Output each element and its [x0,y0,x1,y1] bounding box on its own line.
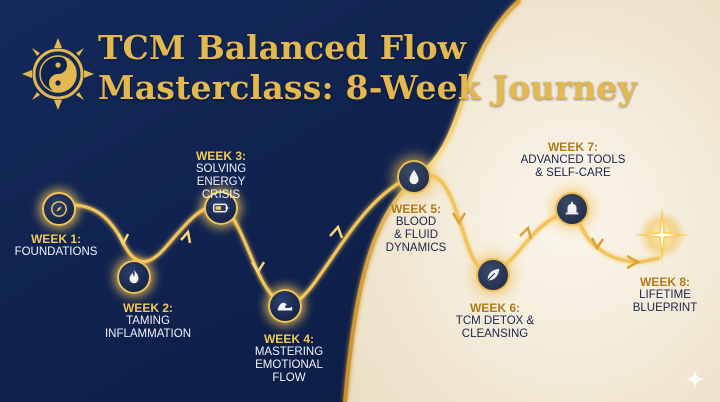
flame-icon [129,269,139,284]
leaf-icon [487,268,500,281]
week-2-node[interactable] [117,260,151,294]
arrow-4 [329,224,344,239]
arrow-7 [590,237,605,251]
week-2-title-line: INFLAMMATION [104,328,192,340]
week-4-number: WEEK 4: [263,332,314,346]
cupping-icon [565,201,579,215]
week-4-label: WEEK 4: MASTERING EMOTIONAL FLOW [244,333,334,385]
title-line-2: Masterclass: 8-Week Journey [98,68,638,107]
arrow-8 [626,254,641,270]
page-title: TCM Balanced Flow Masterclass: 8-Week Jo… [98,28,658,108]
week-1-node[interactable] [42,192,76,226]
week-5-title-line: DYNAMICS [385,242,447,254]
arrow-2 [180,229,192,244]
arrow-6 [519,225,533,240]
compass-icon [51,201,67,217]
week-3-node[interactable] [204,191,238,225]
week-1-title-line: FOUNDATIONS [14,246,98,258]
sparkle-icon [685,369,705,389]
week-7-title-line: ADVANCED TOOLS [520,154,626,166]
week-6-node[interactable] [476,258,510,292]
title-line-1: TCM Balanced Flow [98,28,467,67]
week-2-label: WEEK 2: TAMING INFLAMMATION [88,302,208,341]
week-4-title-line: EMOTIONAL [255,359,323,371]
week-7-number: WEEK 7: [547,140,598,154]
week-3-title-line: ENERGY [196,176,246,188]
arrow-3 [250,261,266,275]
week-7-label: WEEK 7: ADVANCED TOOLS & SELF-CARE [515,141,631,180]
droplet-icon [409,169,419,185]
week-3-number: WEEK 3: [195,149,246,163]
week-8-title-line: BLUEPRINT [632,302,698,314]
week-5-title-line: BLOOD [395,216,437,228]
week-4-title-line: MASTERING [254,346,324,358]
week-4-node[interactable] [268,289,302,323]
cream-region [345,0,720,402]
week-6-title-line: CLEANSING [461,328,529,340]
week-5-label: WEEK 5: BLOOD & FLUID DYNAMICS [374,203,458,255]
week-7-node[interactable] [555,192,589,226]
week-3-label: WEEK 3: SOLVING ENERGY CRISIS [176,150,266,202]
week-4-title-line: FLOW [272,372,306,384]
week-5-title-line: & FLUID [393,229,439,241]
arrow-1 [116,233,130,247]
week-2-number: WEEK 2: [122,301,173,315]
week-5-number: WEEK 5: [390,202,441,216]
week-5-node[interactable] [397,160,431,194]
week-2-title-line: TAMING [126,315,170,327]
week-8-title-line: LIFETIME [639,289,691,301]
week-1-label: WEEK 1: FOUNDATIONS [6,233,106,259]
week-6-label: WEEK 6: TCM DETOX & CLEANSING [445,302,545,341]
battery-icon [213,203,229,213]
week-8-number: WEEK 8: [639,275,690,289]
week-3-title-line: SOLVING [195,163,247,175]
wave-icon [277,302,293,311]
week-7-title-line: & SELF-CARE [535,167,611,179]
week-6-number: WEEK 6: [469,301,520,315]
week-3-title-line: CRISIS [201,189,241,201]
week-6-title-line: TCM DETOX & [455,315,535,327]
journey-path [57,172,661,306]
yin-yang-logo-icon [22,38,94,110]
arrow-5 [451,212,467,226]
star-burst-icon[interactable] [630,203,694,267]
week-1-number: WEEK 1: [30,232,81,246]
week-8-label: WEEK 8: LIFETIME BLUEPRINT [620,276,710,315]
